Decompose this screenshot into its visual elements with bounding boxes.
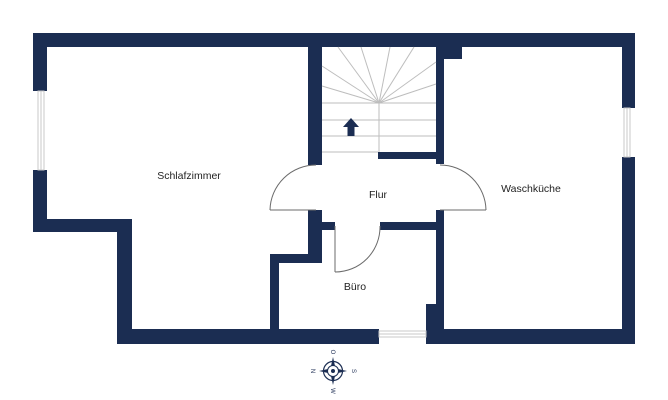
window-left [37,90,45,171]
outer-wall-bottom-left [117,329,379,344]
wall-office-laundry [436,210,444,344]
outer-wall-step-horizontal [33,219,132,232]
doors [269,164,487,273]
wall-laundry-pillar [436,47,462,59]
wall-office-top-left [308,222,335,230]
wall-office-top-right [380,222,444,230]
door-hall-office [334,225,381,273]
room-label-buero: Büro [344,281,366,293]
wall-stairs-laundry [436,47,444,164]
stair-direction-arrow-icon [343,118,359,136]
compass-letter-s: S [350,369,356,373]
staircase [321,46,437,153]
outer-wall-left-upper [33,33,47,91]
outer-wall-left-lower [33,170,47,232]
compass-letter-o: O [329,350,335,355]
wall-laundry-corner [426,304,444,344]
windows [37,90,631,338]
compass-rose-icon: N S W O [309,350,356,395]
door-hall-laundry [439,164,487,211]
door-bedroom-hall [269,164,317,211]
window-right [623,107,631,158]
walls [33,33,635,344]
outer-wall-right-lower [622,157,635,344]
window-bottom [378,330,427,338]
wall-stair-landing [378,152,444,159]
wall-office-left [270,254,279,344]
compass-letter-n: N [309,369,315,373]
room-label-waschkueche: Waschküche [501,183,561,195]
wall-bedroom-stairs [308,47,322,165]
wall-office-left-upper [272,254,322,263]
compass-letter-w: W [329,388,335,394]
room-label-flur: Flur [369,189,388,201]
outer-wall-step-vertical [117,219,132,344]
outer-wall-bottom-right [426,329,635,344]
outer-wall-right-upper [622,33,635,108]
room-label-schlafzimmer: Schlafzimmer [157,170,221,182]
outer-wall-top [33,33,635,47]
